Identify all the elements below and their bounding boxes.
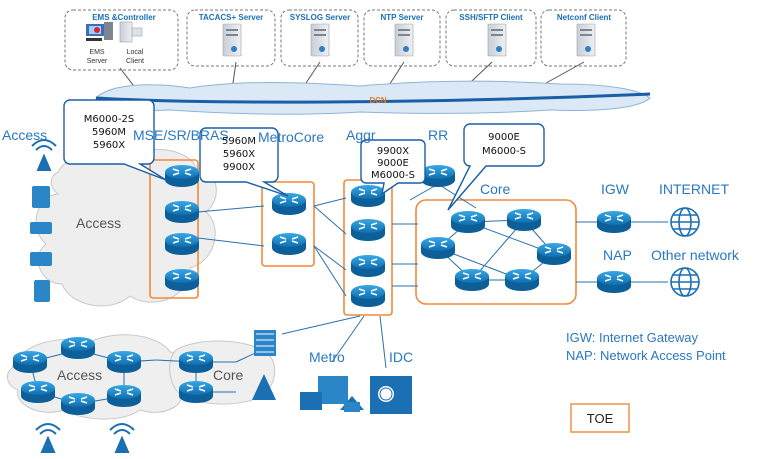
router-icon [20,380,56,404]
metrocore-routers [271,192,307,256]
callout-metrocore-line: 5960X [223,149,255,160]
router-icon [350,284,386,308]
callout-aggr-line: 9900X [377,146,409,157]
layer-label-mse: MSE/SR/BRAS [133,127,229,143]
callout-mse-line: M6000-2S [84,114,134,125]
toe-box [570,403,630,433]
layer-label-nap: NAP [603,247,632,263]
wireless-antenna-icon [109,423,135,453]
ems-server-label-1: EMS [89,49,105,56]
network-links [197,183,668,369]
router-icon [504,268,540,292]
router-icon [106,384,142,408]
ssh-sftp-client-icon [487,23,507,57]
metro-buildings-icon [300,376,364,412]
rr-router-icon [420,164,456,188]
router-icon [350,218,386,242]
router-icon [164,268,200,292]
netconf-client-icon [576,23,596,57]
router-icon [536,242,572,266]
local-client-label-2: Client [126,58,144,65]
router-icon [164,164,200,188]
server-label: Netconf Client [557,13,612,22]
layer-label-aggr: Aggr [346,127,376,143]
legend-nap: NAP: Network Access Point [566,348,726,363]
aggr-routers [350,184,386,308]
router-icon [350,254,386,278]
server-label: NTP Server [381,13,424,22]
layer-label-other-network: Other network [651,247,740,263]
router-icon [178,380,214,404]
router-icon [271,232,307,256]
router-icon [506,208,542,232]
toe-label: TOE [587,411,614,426]
server-label: SYSLOG Server [290,13,350,22]
local-client-label-1: Local [127,49,144,56]
access-cloud-label: Access [76,215,121,231]
idc-building-icon [370,376,412,414]
bottom-core-label: Core [213,367,244,383]
callout-core-line: M6000-S [482,146,526,157]
wireless-antenna-icon [31,139,57,171]
ems-server-icon [86,22,113,41]
router-icon [420,236,456,260]
router-icon [12,350,48,374]
syslog-server-icon [310,23,330,57]
router-icon [271,192,307,216]
legend-igw: IGW: Internet Gateway [566,330,698,345]
igw-router-icon [596,210,632,234]
router-icon [450,210,486,234]
callout-core-line: 9000E [488,132,520,143]
dcn-label: DCN [369,96,387,105]
callout-mse-line: 5960X [93,140,125,151]
firewall-icon [254,330,276,356]
layer-label-metrocore: MetroCore [258,129,324,145]
layer-label-rr: RR [428,127,448,143]
layer-label-access: Access [2,127,47,143]
router-icon [454,268,490,292]
router-icon [164,232,200,256]
ntp-server-icon [394,23,414,57]
ems-server-label-2: Server [87,58,108,65]
layer-label-igw: IGW [601,181,630,197]
layer-label-internet: INTERNET [659,181,729,197]
router-icon [60,336,96,360]
router-icon [106,350,142,374]
wireless-antenna-icon [35,423,61,453]
layer-label-idc: IDC [389,349,413,365]
callout-aggr-line: 9000E [377,158,409,169]
bottom-access-label: Access [57,367,102,383]
layer-label-core: Core [480,181,511,197]
callout-metrocore-line: 9900X [223,162,255,173]
access-device-icons [30,186,52,302]
server-boxes [64,9,627,71]
callout-metrocore-line: 5960M [222,136,256,147]
nap-router-icon [596,270,632,294]
server-label: TACACS+ Server [199,13,264,22]
internet-globe-icon [670,207,700,237]
callout-mse-line: 5960M [92,127,126,138]
layer-label-metro: Metro [309,349,345,365]
router-icon [178,350,214,374]
local-client-icon [119,21,143,43]
tacacs-server-icon [222,23,242,57]
server-label: SSH/SFTP Client [459,13,523,22]
callout-aggr-line: M6000-S [371,170,415,181]
callouts [63,99,545,211]
router-icon [60,392,96,416]
pyramid-device-icon [252,374,276,400]
other-network-globe-icon [670,267,700,297]
router-icon [164,200,200,224]
server-label: EMS &Controller [92,13,156,22]
router-icon [350,184,386,208]
